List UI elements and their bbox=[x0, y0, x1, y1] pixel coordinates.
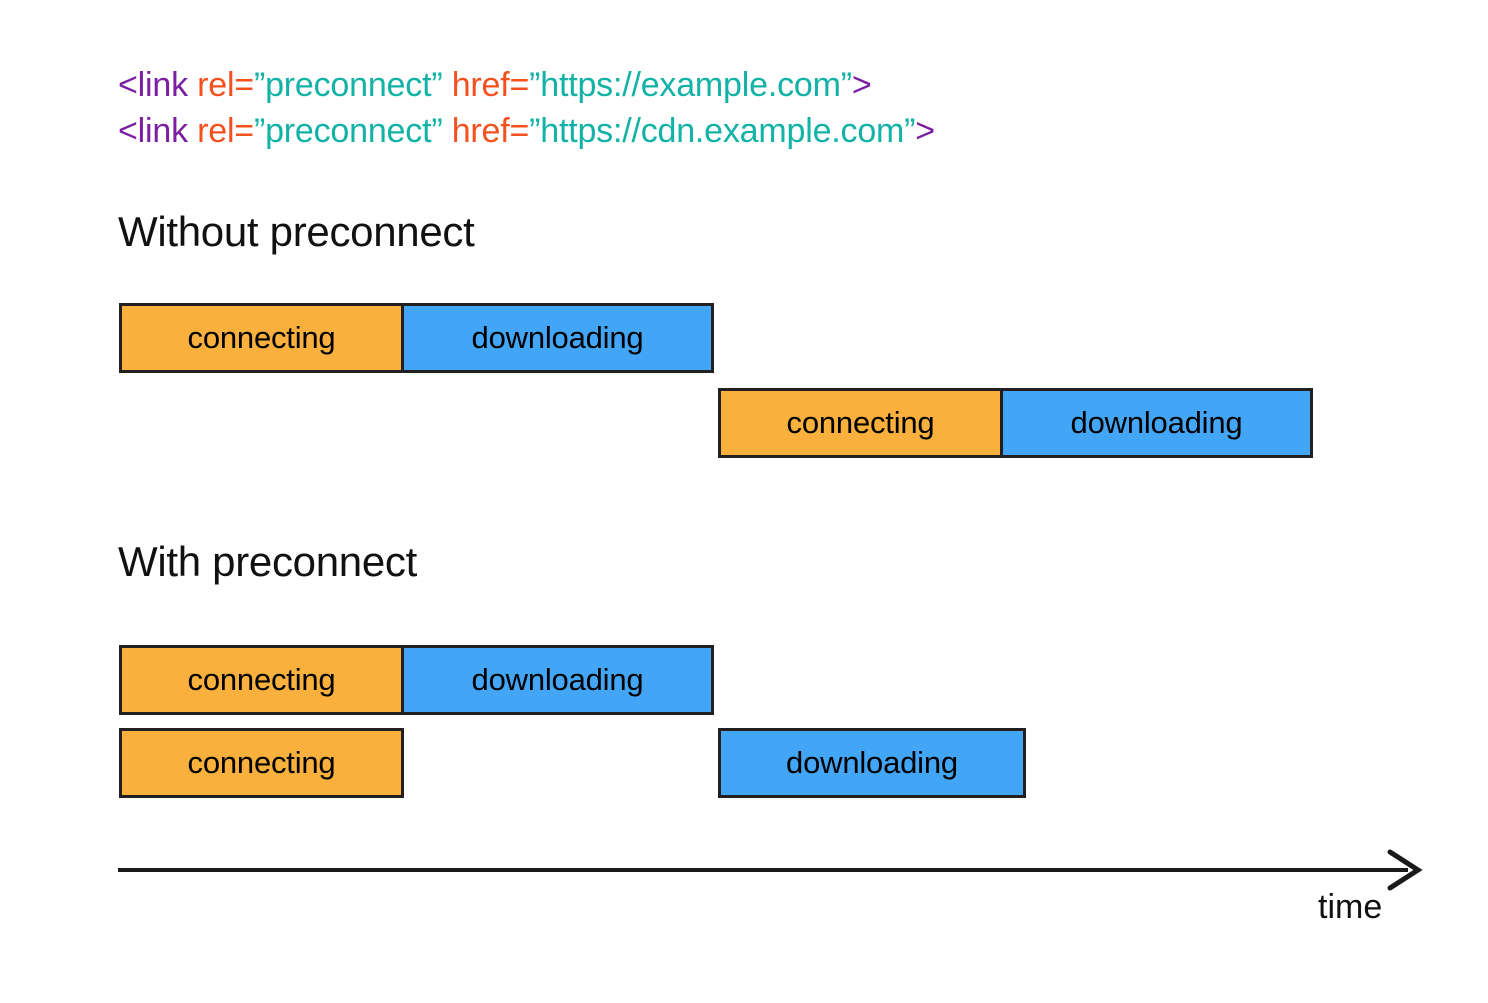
timeline-segment-downloading: downloading bbox=[404, 645, 714, 715]
timeline-segment-connecting: connecting bbox=[119, 645, 404, 715]
code-token-tag: <link bbox=[118, 112, 198, 150]
code-snippet: <link rel=”preconnect” href=”https://exa… bbox=[118, 62, 935, 154]
code-token-attr: href= bbox=[451, 66, 530, 104]
time-axis-label: time bbox=[1318, 888, 1383, 926]
code-token-str: ”preconnect” bbox=[253, 66, 452, 104]
arrow-right-icon bbox=[1386, 848, 1426, 897]
code-line: <link rel=”preconnect” href=”https://cdn… bbox=[118, 108, 935, 154]
code-token-attr: rel= bbox=[197, 66, 254, 104]
code-token-attr: href= bbox=[451, 112, 530, 150]
code-token-tag: <link bbox=[118, 66, 198, 104]
timeline-segment-connecting: connecting bbox=[119, 728, 404, 798]
code-token-str: ”https://example.com” bbox=[529, 66, 852, 104]
code-token-attr: rel= bbox=[197, 112, 254, 150]
section-heading-with-preconnect: With preconnect bbox=[118, 538, 417, 585]
section-heading-without-preconnect: Without preconnect bbox=[118, 208, 475, 255]
code-line: <link rel=”preconnect” href=”https://exa… bbox=[118, 62, 935, 108]
timeline-segment-downloading: downloading bbox=[404, 303, 714, 373]
timeline-segment-downloading: downloading bbox=[1003, 388, 1313, 458]
timeline-segment-connecting: connecting bbox=[119, 303, 404, 373]
timeline-segment-downloading: downloading bbox=[718, 728, 1026, 798]
code-token-punct: > bbox=[915, 112, 935, 150]
code-token-str: ”preconnect” bbox=[253, 112, 452, 150]
code-token-punct: > bbox=[851, 66, 872, 104]
time-axis-line bbox=[118, 868, 1408, 872]
timeline-segment-connecting: connecting bbox=[718, 388, 1003, 458]
code-token-str: ”https://cdn.example.com” bbox=[529, 112, 916, 150]
